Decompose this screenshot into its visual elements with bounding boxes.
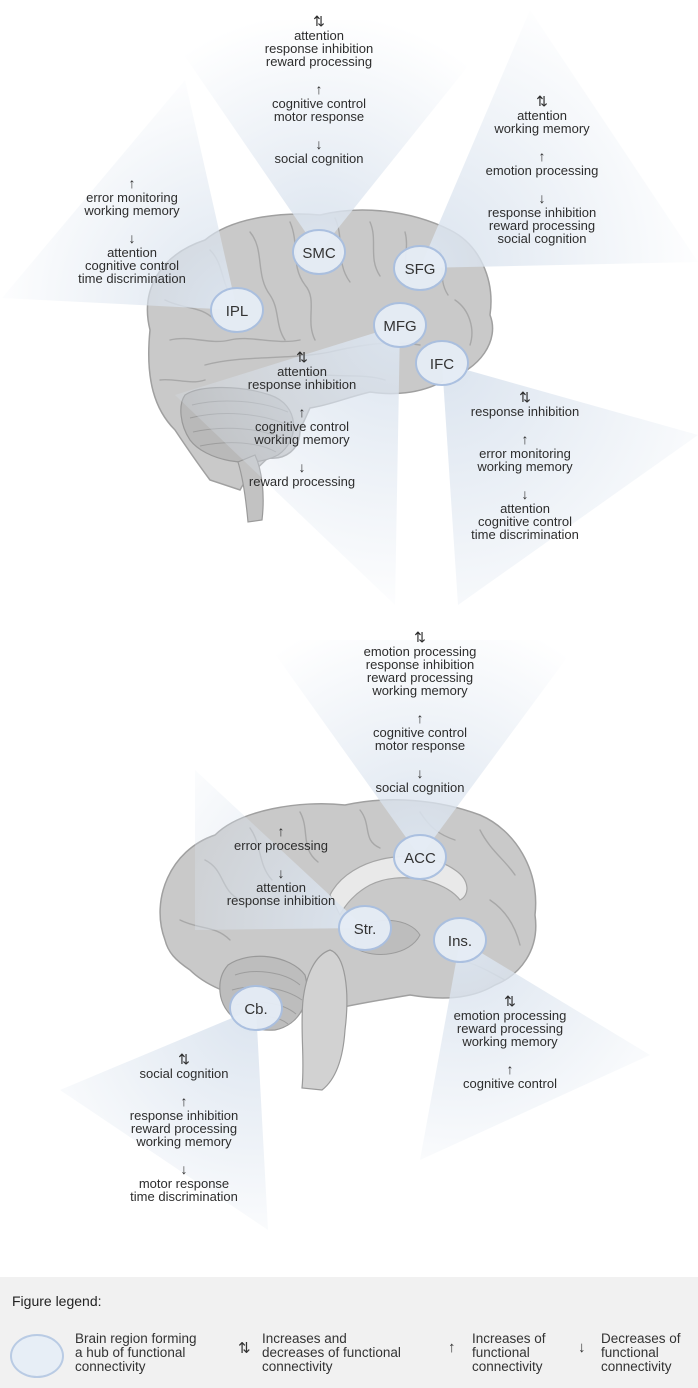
both-arrows-icon: ⇅ (313, 13, 325, 29)
hub-label-acc: ACC (404, 850, 436, 867)
group-up: ↑ cognitive control (430, 1061, 590, 1091)
hubs-medial: ACC Str. Ins. Cb. (229, 834, 487, 1031)
annotation-cb: ⇅ social cognition ↑ response inhibition… (104, 1051, 264, 1204)
hub-cb: Cb. (229, 985, 283, 1031)
hub-smc: SMC (292, 229, 346, 275)
both-arrows-icon: ⇅ (504, 993, 516, 1009)
connectivity-beams-medial (60, 640, 650, 1230)
down-arrow-icon: ↓ (315, 136, 323, 152)
up-arrow-icon: ↑ (448, 1339, 456, 1356)
up-arrow-icon: ↑ (277, 823, 285, 839)
beam-sfg (420, 10, 698, 268)
both-arrows-icon: ⇅ (178, 1051, 190, 1067)
hub-circle-icon (10, 1334, 64, 1378)
beam-ipl (2, 80, 237, 310)
connectivity-beams-lateral (2, 10, 698, 605)
beam-ifc (442, 363, 698, 605)
hub-str: Str. (338, 905, 392, 951)
beam-cb (60, 1008, 268, 1230)
down-arrow-icon: ↓ (128, 230, 136, 246)
group-both: ⇅ response inhibition (445, 389, 605, 419)
up-arrow-icon: ↑ (506, 1061, 514, 1077)
group-down: ↓ social cognition (330, 765, 510, 795)
hub-ins: Ins. (433, 917, 487, 963)
down-arrow-icon: ↓ (521, 486, 529, 502)
hub-mfg: MFG (373, 302, 427, 348)
up-arrow-icon: ↑ (521, 431, 529, 447)
both-arrows-icon: ⇅ (414, 629, 426, 645)
beam-str (195, 770, 365, 930)
beam-mfg (175, 325, 400, 605)
group-both: ⇅ social cognition (104, 1051, 264, 1081)
annotation-ifc: ⇅ response inhibition ↑ error monitoring… (445, 389, 605, 542)
hub-label-cb: Cb. (244, 1001, 267, 1018)
down-arrow-icon: ↓ (180, 1161, 188, 1177)
beam-acc (265, 640, 580, 857)
up-arrow-icon: ↑ (416, 710, 424, 726)
hub-ipl: IPL (210, 287, 264, 333)
up-arrow-icon: ↑ (128, 175, 136, 191)
group-up: ↑ emotion processing (452, 148, 632, 178)
both-arrows-icon: ⇅ (536, 93, 548, 109)
hub-label-sfg: SFG (405, 261, 436, 278)
hub-acc: ACC (393, 834, 447, 880)
both-arrows-icon: ⇅ (519, 389, 531, 405)
up-arrow-icon: ↑ (315, 81, 323, 97)
down-arrow-icon: ↓ (578, 1339, 586, 1356)
hubs-lateral: SMC SFG IPL MFG IFC (210, 229, 469, 386)
down-arrow-icon: ↓ (416, 765, 424, 781)
both-arrows-icon: ⇅ (238, 1340, 251, 1357)
down-arrow-icon: ↓ (538, 190, 546, 206)
legend-title: Figure legend: (12, 1293, 102, 1309)
group-down: ↓ reward processing (212, 459, 392, 489)
hub-label-mfg: MFG (383, 318, 416, 335)
group-down: ↓ social cognition (219, 136, 419, 166)
up-arrow-icon: ↑ (180, 1093, 188, 1109)
hub-label-ipl: IPL (226, 303, 249, 320)
up-arrow-icon: ↑ (298, 404, 306, 420)
beam-smc (160, 20, 505, 252)
hub-label-ifc: IFC (430, 356, 454, 373)
both-arrows-icon: ⇅ (296, 349, 308, 365)
hub-sfg: SFG (393, 245, 447, 291)
hub-label-ins: Ins. (448, 933, 472, 950)
hub-ifc: IFC (415, 340, 469, 386)
up-arrow-icon: ↑ (538, 148, 546, 164)
beam-ins (420, 940, 650, 1160)
down-arrow-icon: ↓ (277, 865, 285, 881)
group-up: ↑ error processing (201, 823, 361, 853)
hub-label-smc: SMC (302, 245, 336, 262)
down-arrow-icon: ↓ (298, 459, 306, 475)
hub-label-str: Str. (354, 921, 377, 938)
